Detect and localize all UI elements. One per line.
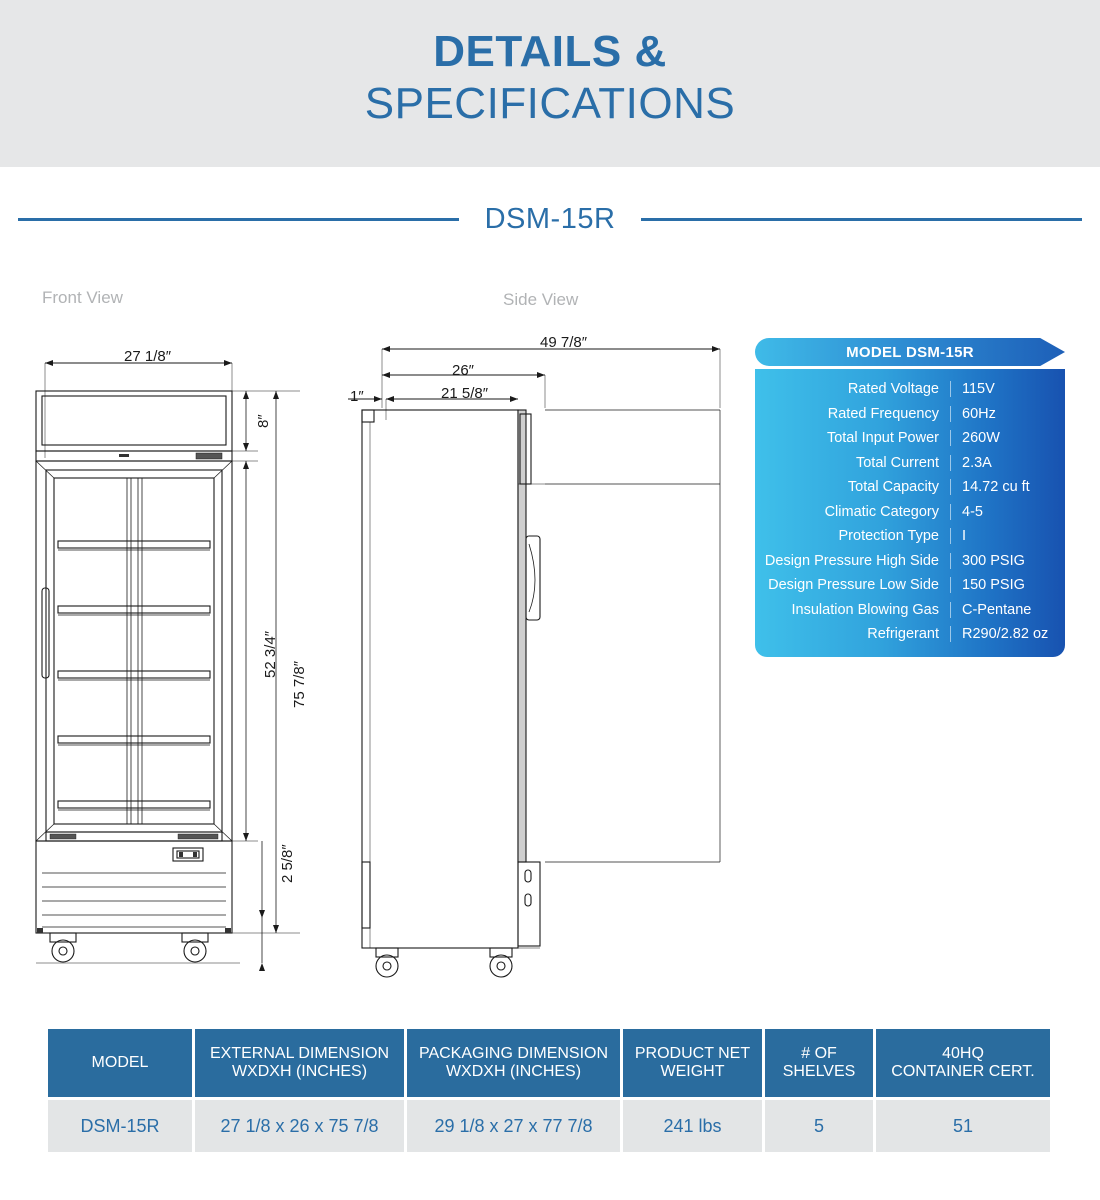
page-title-line1: DETAILS & bbox=[433, 27, 667, 76]
header-line: WXDXH (INCHES) bbox=[231, 1063, 368, 1080]
front-width-dimension: 27 1/8″ bbox=[124, 348, 172, 365]
table-row: DSM-15R 27 1/8 x 26 x 75 7/8 29 1/8 x 27… bbox=[48, 1100, 1053, 1152]
header-line: WXDXH (INCHES) bbox=[445, 1063, 582, 1080]
side-view-label: Side View bbox=[503, 290, 579, 309]
spec-label: Total Input Power bbox=[761, 430, 951, 447]
summary-table: MODEL EXTERNAL DIMENSION WXDXH (INCHES) … bbox=[48, 1029, 1053, 1152]
spec-value: C-Pentane bbox=[962, 601, 1032, 618]
technical-drawings: Front View Side View 27 1/8″ 8″ 52 3/4″ … bbox=[0, 258, 1100, 998]
spec-label: Climatic Category bbox=[761, 503, 951, 520]
front-view-drawing bbox=[35, 360, 300, 971]
header-line: # OF bbox=[801, 1044, 837, 1062]
specification-card: MODEL DSM-15R Rated Voltage 115V Rated F… bbox=[755, 338, 1065, 657]
header-line: 40HQ bbox=[942, 1044, 984, 1062]
table-cell-packaging-dimension: 29 1/8 x 27 x 77 7/8 bbox=[407, 1100, 620, 1152]
spec-value: I bbox=[962, 528, 967, 545]
spec-row: Design Pressure Low Side 150 PSIG bbox=[761, 573, 1059, 598]
table-cell-model: DSM-15R bbox=[48, 1100, 192, 1152]
spec-row: Protection Type I bbox=[761, 524, 1059, 549]
spec-row: Total Current 2.3A bbox=[761, 451, 1059, 476]
spec-card-header: MODEL DSM-15R bbox=[755, 338, 1065, 366]
spec-value: 4-5 bbox=[962, 503, 983, 520]
table-header-cell-container-cert: 40HQ CONTAINER CERT. bbox=[876, 1029, 1050, 1097]
table-header-cell-model: MODEL bbox=[48, 1029, 192, 1097]
table-cell-shelves: 5 bbox=[765, 1100, 873, 1152]
spec-row: Rated Voltage 115V bbox=[761, 377, 1059, 402]
header-line: WEIGHT bbox=[660, 1063, 725, 1080]
spec-row: Refrigerant R290/2.82 oz bbox=[761, 622, 1059, 647]
spec-value: R290/2.82 oz bbox=[962, 626, 1049, 643]
page-banner: DETAILS & SPECIFICATIONS bbox=[0, 0, 1100, 167]
divider-rule-right bbox=[641, 217, 1082, 221]
header-line: CONTAINER CERT. bbox=[891, 1063, 1035, 1080]
spec-card-header-text: MODEL DSM-15R bbox=[846, 343, 974, 361]
spec-row: Climatic Category 4-5 bbox=[761, 500, 1059, 525]
table-cell-container-cert: 51 bbox=[876, 1100, 1050, 1152]
spec-row: Insulation Blowing Gas C-Pentane bbox=[761, 598, 1059, 623]
model-divider: DSM-15R bbox=[18, 198, 1082, 240]
side-cabinet-depth-dimension: 21 5/8″ bbox=[441, 385, 489, 402]
spec-value: 260W bbox=[962, 430, 1000, 447]
spec-label: Insulation Blowing Gas bbox=[761, 601, 951, 618]
spec-label: Protection Type bbox=[761, 528, 951, 545]
spec-label: Design Pressure High Side bbox=[761, 552, 951, 569]
spec-label: Refrigerant bbox=[761, 626, 951, 643]
spec-row: Design Pressure High Side 300 PSIG bbox=[761, 549, 1059, 574]
page-title-line2: SPECIFICATIONS bbox=[364, 79, 736, 128]
table-header-cell-external-dimension: EXTERNAL DIMENSION WXDXH (INCHES) bbox=[195, 1029, 404, 1097]
spec-row: Total Input Power 260W bbox=[761, 426, 1059, 451]
spec-label: Design Pressure Low Side bbox=[761, 577, 951, 594]
side-handle-offset-dimension: 1″ bbox=[350, 388, 364, 405]
table-cell-external-dimension: 27 1/8 x 26 x 75 7/8 bbox=[195, 1100, 404, 1152]
header-line: MODEL bbox=[91, 1053, 149, 1071]
spec-value: 115V bbox=[962, 381, 995, 398]
spec-label: Rated Frequency bbox=[761, 405, 951, 422]
spec-value: 60Hz bbox=[962, 405, 996, 422]
front-view-label: Front View bbox=[42, 288, 123, 307]
spec-row: Total Capacity 14.72 cu ft bbox=[761, 475, 1059, 500]
table-header-cell-packaging-dimension: PACKAGING DIMENSION WXDXH (INCHES) bbox=[407, 1029, 620, 1097]
table-cell-product-net-weight: 241 lbs bbox=[623, 1100, 762, 1152]
table-header-cell-product-net-weight: PRODUCT NET WEIGHT bbox=[623, 1029, 762, 1097]
spec-label: Rated Voltage bbox=[761, 381, 951, 398]
header-line: SHELVES bbox=[782, 1063, 856, 1080]
model-name: DSM-15R bbox=[484, 202, 616, 235]
side-view-drawing bbox=[348, 346, 721, 978]
spec-label: Total Capacity bbox=[761, 479, 951, 496]
header-line: EXTERNAL DIMENSION bbox=[210, 1044, 389, 1062]
spec-row: Rated Frequency 60Hz bbox=[761, 402, 1059, 427]
spec-card-body: Rated Voltage 115V Rated Frequency 60Hz … bbox=[755, 369, 1065, 657]
spec-value: 300 PSIG bbox=[962, 552, 1025, 569]
spec-value: 150 PSIG bbox=[962, 577, 1025, 594]
spec-label: Total Current bbox=[761, 454, 951, 471]
header-line: PACKAGING DIMENSION bbox=[418, 1044, 609, 1062]
spec-value: 14.72 cu ft bbox=[962, 479, 1030, 496]
header-line: PRODUCT NET bbox=[634, 1044, 751, 1062]
spec-value: 2.3A bbox=[962, 454, 992, 471]
side-door-open-depth-dimension: 49 7/8″ bbox=[540, 334, 588, 351]
table-header-cell-shelves: # OF SHELVES bbox=[765, 1029, 873, 1097]
divider-rule-left bbox=[18, 217, 459, 221]
table-header-row: MODEL EXTERNAL DIMENSION WXDXH (INCHES) … bbox=[48, 1029, 1053, 1097]
